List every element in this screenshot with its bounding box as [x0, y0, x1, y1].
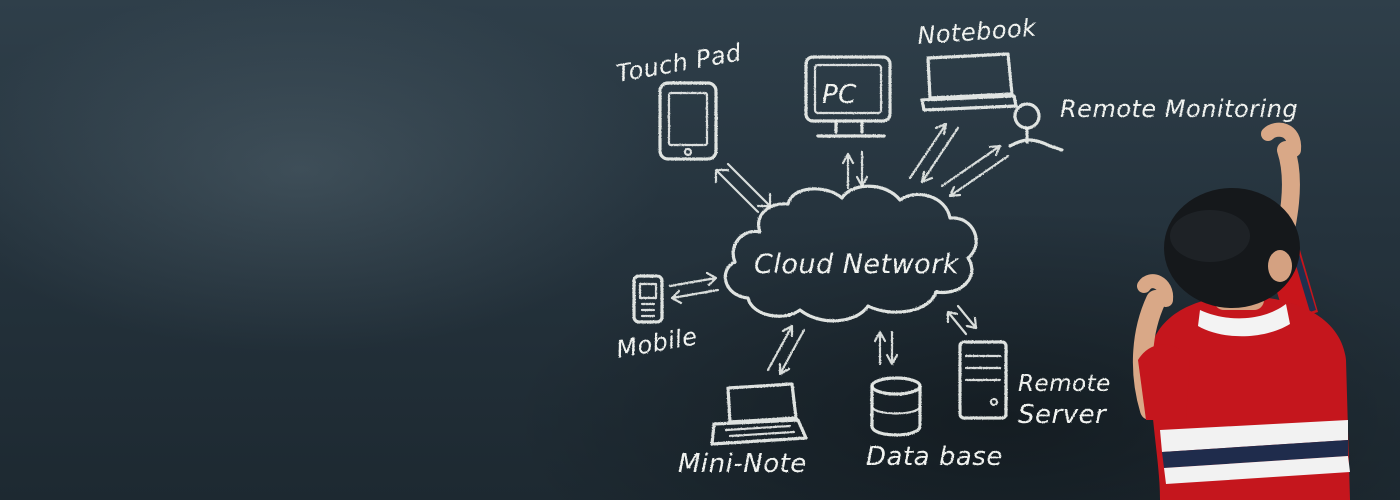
notebook-icon: [920, 52, 1018, 112]
remote-server-label-line1: Remote: [1018, 371, 1111, 397]
server-icon: [958, 340, 1008, 420]
cloud-shape: [723, 184, 978, 323]
mini-note-label: Mini-Note: [678, 449, 807, 479]
cloud-network-label: Cloud Network: [754, 249, 960, 280]
remote-server-label-line2: Server: [1018, 400, 1108, 430]
notebook-label: Notebook: [916, 14, 1038, 50]
touchpad-label: Touch Pad: [614, 38, 744, 88]
remote-monitoring-label: Remote Monitoring: [1060, 95, 1298, 123]
webcam-icon: [1013, 102, 1041, 130]
pc-monitor-icon: [804, 55, 892, 123]
mini-note-icon: [710, 382, 808, 446]
connector-arrows: [668, 122, 1010, 376]
database-label: Data base: [866, 442, 1003, 472]
child-figure: [1132, 122, 1350, 500]
mobile-label: Mobile: [614, 322, 699, 364]
touchpad-icon: [658, 81, 718, 161]
mobile-icon: [632, 274, 664, 324]
pc-label: PC: [822, 80, 857, 110]
database-icon: [870, 376, 922, 396]
